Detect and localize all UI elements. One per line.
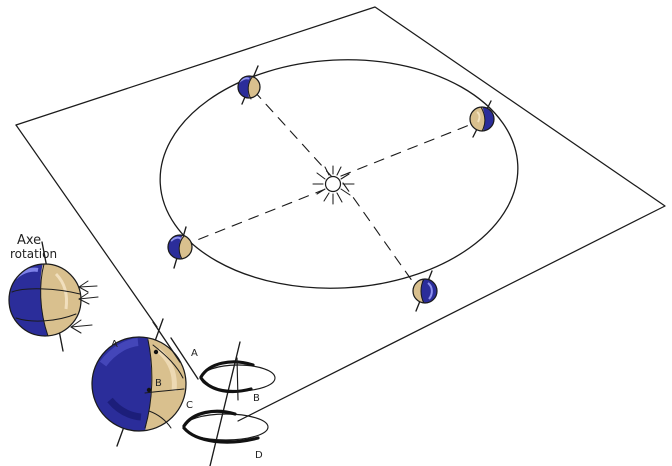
rotation-label: rotation bbox=[10, 247, 57, 261]
earth-icon-right bbox=[467, 101, 499, 137]
point-c-label: C bbox=[186, 400, 193, 411]
point-d-label: D bbox=[255, 450, 263, 461]
earth-orbit bbox=[154, 51, 523, 297]
big-earth-point-a-label: A bbox=[111, 339, 118, 350]
point-b-label: B bbox=[253, 393, 260, 404]
big-earth-point-b-label: B bbox=[155, 378, 162, 389]
axe-label: Axe bbox=[17, 233, 41, 248]
earth-icon-top bbox=[234, 66, 264, 104]
big-earth-diagram: A B bbox=[90, 319, 188, 446]
earth-icon-bottom bbox=[410, 271, 442, 311]
point-a-label: A bbox=[191, 348, 198, 359]
rotation-rings: A B C D bbox=[184, 342, 275, 466]
sun-icon bbox=[313, 166, 354, 204]
axe-rotation-label: Axe rotation bbox=[10, 233, 57, 261]
